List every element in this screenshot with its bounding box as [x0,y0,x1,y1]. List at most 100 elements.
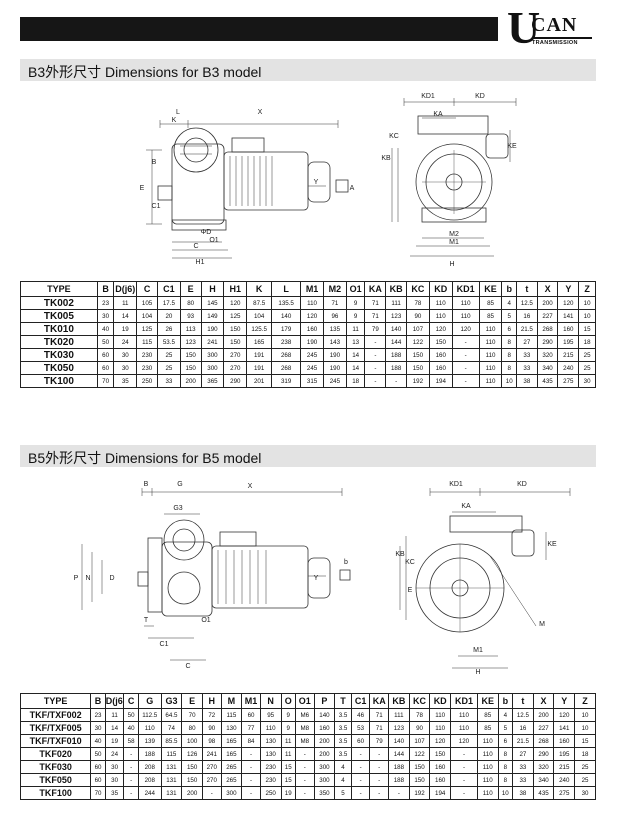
value-cell: 300 [220,786,243,800]
value-cell: 111 [385,296,407,310]
value-cell: 139 [137,734,162,748]
value-cell: 112.5 [137,708,162,722]
column-header: N [259,693,282,709]
value-cell: 188 [388,760,410,774]
value-cell: 268 [536,322,559,336]
value-cell: 190 [322,348,347,362]
value-cell: 15 [574,734,596,748]
value-cell: 70 [96,374,115,388]
column-header: C1 [350,693,371,709]
value-cell: 21.5 [512,734,534,748]
type-cell: TK005 [20,309,98,323]
value-cell: - [451,374,480,388]
value-cell: 60 [96,348,115,362]
value-cell: 8 [501,335,517,349]
value-cell: 71 [369,708,390,722]
value-cell: - [350,760,371,774]
value-cell: 110 [476,747,499,761]
column-header: L [271,281,302,297]
column-header: O [280,693,297,709]
value-cell: 135 [322,322,347,336]
value-cell: 350 [313,786,336,800]
column-header: D(j6) [104,693,125,709]
b5-label-D: D [109,575,114,582]
value-cell: 191 [246,361,273,375]
value-cell: 200 [179,374,202,388]
column-header: M [220,693,243,709]
value-cell: 110 [478,335,503,349]
b5-drawing: B G X G3 P N D Y b T O1 C1 C KD1 KD KA K… [74,481,571,676]
value-cell: 113 [179,322,202,336]
column-header: E [181,693,203,709]
value-cell: 87.5 [246,296,273,310]
value-cell: 265 [220,760,243,774]
value-cell: - [123,760,139,774]
value-cell: 245 [300,361,324,375]
value-cell: 74 [160,721,183,735]
b3-label-Y: Y [314,179,319,186]
b5-label-B: B [144,481,149,488]
value-cell: 150 [223,322,248,336]
b5-label-G: G [177,481,182,488]
value-cell: 200 [181,786,203,800]
value-cell: 84 [241,734,261,748]
value-cell: 120 [429,734,452,748]
value-cell: 320 [536,348,559,362]
value-cell: 110 [451,309,480,323]
value-cell: 30 [96,309,115,323]
b5-label-KE: KE [547,541,557,548]
value-cell: 290 [536,335,559,349]
value-cell: 79 [369,734,390,748]
value-cell: 194 [429,786,452,800]
b5-label-O1: O1 [201,617,210,624]
type-cell: TK010 [20,322,98,336]
value-cell: 320 [532,760,555,774]
value-cell: 140 [313,708,336,722]
column-header: Y [553,693,576,709]
b3-label-K: K [172,117,177,124]
value-cell: 190 [200,322,225,336]
value-cell: 19 [104,734,125,748]
value-cell: 149 [200,309,225,323]
value-cell: 25 [578,361,596,375]
value-cell: 110 [478,374,503,388]
value-cell: 150 [408,760,431,774]
value-cell: 340 [532,773,555,787]
column-header: b [497,693,514,709]
value-cell: 268 [271,361,302,375]
value-cell: 215 [553,760,576,774]
value-cell: 126 [181,747,203,761]
value-cell: 8 [501,348,517,362]
value-cell: 144 [385,335,407,349]
value-cell: 111 [388,708,410,722]
column-header: M2 [322,281,347,297]
value-cell: 435 [536,374,559,388]
column-header: H1 [223,281,248,297]
value-cell: 120 [451,322,480,336]
value-cell: - [450,760,478,774]
value-cell: 6 [497,734,514,748]
value-cell: 18 [345,374,366,388]
value-cell: 200 [532,708,555,722]
value-cell: 8 [497,773,514,787]
value-cell: 10 [578,296,596,310]
value-cell: 130 [259,747,282,761]
value-cell: 107 [405,322,430,336]
value-cell: 110 [478,322,503,336]
value-cell: 10 [501,374,517,388]
column-header: Z [578,281,596,297]
value-cell: 11 [345,322,366,336]
value-cell: M8 [294,734,315,748]
column-header: H [201,693,222,709]
value-cell: 25 [574,760,596,774]
type-cell: TK030 [20,348,98,362]
column-header: G3 [160,693,183,709]
value-cell: 60 [96,361,115,375]
value-cell: 188 [388,773,410,787]
value-cell: 110 [476,773,499,787]
